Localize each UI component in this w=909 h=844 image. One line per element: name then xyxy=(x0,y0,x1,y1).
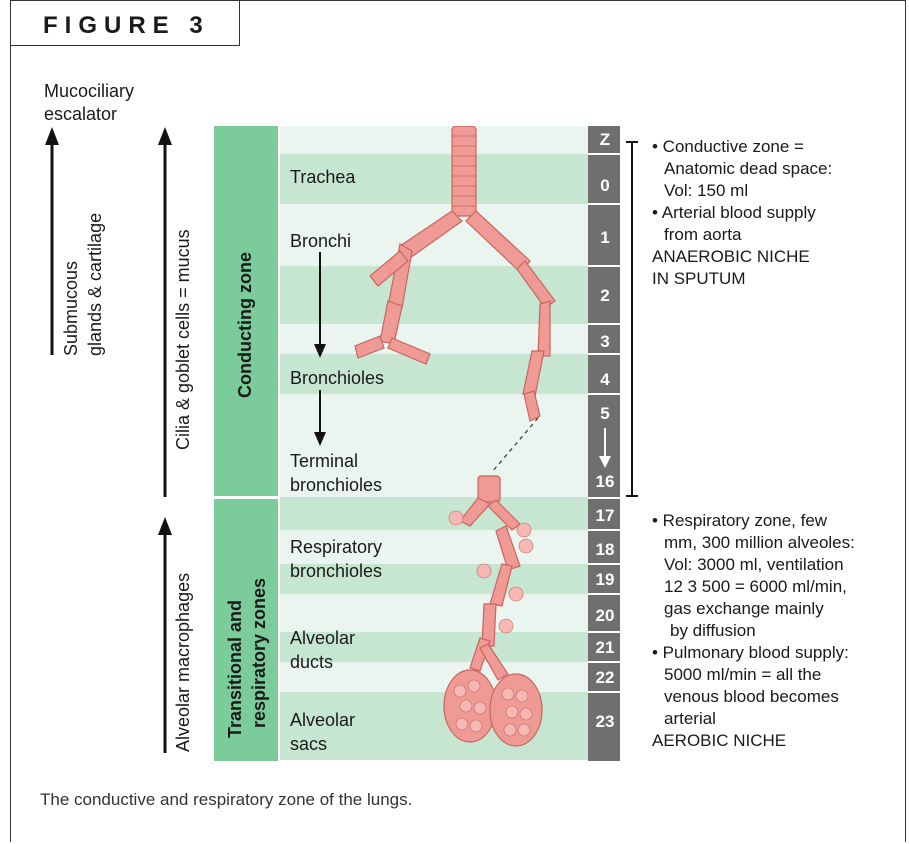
note-line: Anatomic dead space: xyxy=(652,158,902,180)
note-line: ANAEROBIC NICHE xyxy=(652,246,902,268)
generation-number: 19 xyxy=(590,570,620,590)
note-line: 12 3 500 = 6000 ml/min, xyxy=(652,576,902,598)
sacs-label-2: sacs xyxy=(290,733,327,756)
sep xyxy=(588,153,620,155)
bronchi-label: Bronchi xyxy=(290,230,351,253)
terminal-label-1: Terminal xyxy=(290,450,358,473)
conducting-bracket xyxy=(624,140,640,500)
ducts-label-2: ducts xyxy=(290,651,333,674)
escalator-title: Mucociliary escalator xyxy=(44,80,184,126)
submucous-label-2: glands & cartilage xyxy=(84,213,106,356)
transitional-label-1: Transitional and xyxy=(224,600,246,738)
sep xyxy=(588,393,620,395)
note-line: • Conductive zone = xyxy=(652,136,902,158)
generation-number: 1 xyxy=(590,228,620,248)
note-line: 5000 ml/min = all the xyxy=(652,664,902,686)
macrophages-label: Alveolar macrophages xyxy=(172,573,194,752)
note-line: Vol: 3000 ml, ventilation xyxy=(652,554,902,576)
note-line: AEROBIC NICHE xyxy=(652,730,902,752)
note-line: • Arterial blood supply xyxy=(652,202,902,224)
conducting-zone-label: Conducting zone xyxy=(234,252,256,398)
generation-number: 22 xyxy=(590,668,620,688)
note-line: gas exchange mainly xyxy=(652,598,902,620)
terminal-label-2: bronchioles xyxy=(290,474,382,497)
figure-label: FIGURE 3 xyxy=(10,0,240,46)
note-line: venous blood becomes xyxy=(652,686,902,708)
generation-number: 17 xyxy=(590,506,620,526)
bronchi-arrow xyxy=(310,252,330,362)
note-line: arterial xyxy=(652,708,902,730)
sacs-label-1: Alveolar xyxy=(290,709,355,732)
generation-number: 3 xyxy=(590,332,620,352)
sep xyxy=(588,593,620,595)
submucous-label-1: Submucous xyxy=(60,261,82,356)
respiratory-label-1: Respiratory xyxy=(290,536,382,559)
note-line: by diffusion xyxy=(652,620,902,642)
generation-range-arrow xyxy=(596,426,614,470)
generation-number: 18 xyxy=(590,540,620,560)
generation-number: 5 xyxy=(590,404,620,424)
ducts-label-1: Alveolar xyxy=(290,627,355,650)
sep xyxy=(588,529,620,531)
sep xyxy=(588,661,620,663)
generation-number: 0 xyxy=(590,176,620,196)
cilia-label: Cilia & goblet cells = mucus xyxy=(172,229,194,450)
note-line: • Pulmonary blood supply: xyxy=(652,642,902,664)
generation-number: Z xyxy=(590,130,620,150)
conducting-notes: • Conductive zone = Anatomic dead space:… xyxy=(652,136,902,290)
generation-number: 23 xyxy=(590,712,620,732)
generation-number: 16 xyxy=(590,472,620,492)
sep xyxy=(588,323,620,325)
sep xyxy=(588,353,620,355)
respiratory-label-2: bronchioles xyxy=(290,560,382,583)
generation-number: 21 xyxy=(590,638,620,658)
bronchioles-arrow xyxy=(310,390,330,450)
sep xyxy=(588,203,620,205)
bronchioles-label: Bronchioles xyxy=(290,367,384,390)
respiratory-notes: • Respiratory zone, few mm, 300 million … xyxy=(652,510,902,752)
figure-caption: The conductive and respiratory zone of t… xyxy=(40,790,412,810)
note-line: Vol: 150 ml xyxy=(652,180,902,202)
note-line: from aorta xyxy=(652,224,902,246)
trachea-label: Trachea xyxy=(290,166,355,189)
generation-number: 2 xyxy=(590,286,620,306)
generation-number: 20 xyxy=(590,606,620,626)
generation-number: 4 xyxy=(590,370,620,390)
transitional-label-2: respiratory zones xyxy=(248,578,270,728)
sep xyxy=(588,265,620,267)
sep xyxy=(588,631,620,633)
sep xyxy=(588,563,620,565)
note-line: mm, 300 million alveoles: xyxy=(652,532,902,554)
note-line: IN SPUTUM xyxy=(652,268,902,290)
note-line: • Respiratory zone, few xyxy=(652,510,902,532)
sep xyxy=(588,691,620,693)
